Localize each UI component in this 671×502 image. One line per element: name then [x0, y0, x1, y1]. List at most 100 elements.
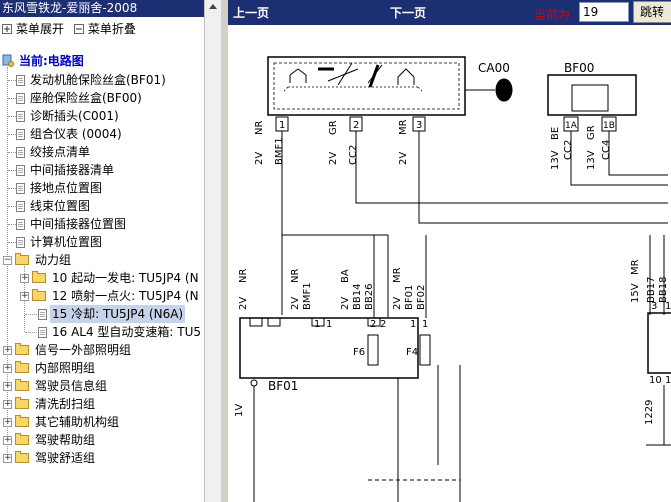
tree-group[interactable]: +清洗刮扫组	[3, 395, 97, 413]
menu-bar: 菜单展开 菜单折叠	[0, 17, 204, 41]
bf00-pin-label: 1A	[565, 121, 578, 131]
svg-text:BB14: BB14	[352, 284, 363, 310]
tree-item-doc[interactable]: 座舱保险丝盒(BF00)	[8, 89, 144, 107]
tree-item-label: 10 起动一发电: TU5JP4 (N	[52, 271, 199, 285]
folder-icon	[32, 289, 46, 301]
svg-text:2: 2	[370, 319, 376, 330]
next-page-button[interactable]: 下一页	[390, 6, 427, 20]
svg-text:CC2: CC2	[563, 140, 574, 160]
ca00-label: CA00	[478, 61, 510, 75]
svg-text:CC2: CC2	[348, 145, 359, 165]
tree-item-doc[interactable]: 中间插接器位置图	[8, 215, 128, 233]
folder-icon	[15, 397, 29, 409]
current-page-input[interactable]	[579, 2, 629, 22]
expand-toggle-icon[interactable]: +	[3, 398, 12, 409]
expand-toggle-icon[interactable]: +	[3, 362, 12, 373]
diagram-root-icon	[2, 54, 14, 67]
tree-item-doc[interactable]: 接地点位置图	[8, 179, 104, 197]
expand-toggle-icon[interactable]: +	[3, 434, 12, 445]
tree-group[interactable]: + 驾驶帮助组	[3, 431, 97, 449]
expand-toggle-icon[interactable]: +	[3, 380, 12, 391]
folder-icon	[15, 343, 29, 355]
tree-item-label: 绞接点清单	[30, 145, 91, 159]
panel-splitter[interactable]	[204, 0, 228, 502]
tree-item-label: 计算机位置图	[30, 235, 103, 249]
tree-group[interactable]: + 其它辅助机构组	[3, 413, 121, 431]
tree-group-label: 其它辅助机构组	[35, 415, 120, 429]
ca00-block	[267, 56, 466, 116]
svg-text:2: 2	[380, 319, 386, 330]
svg-text:BA: BA	[340, 269, 351, 283]
tree-item-doc[interactable]: 16 AL4 型自动变速箱: TU5	[25, 323, 203, 341]
tree-group[interactable]: + 信号一外部照明组	[3, 341, 133, 359]
wire-lines	[646, 385, 671, 446]
fuse-f6-label: F6	[353, 347, 365, 358]
tree-item-label: 15 冷却: TU5JP4 (N6A)	[50, 305, 186, 323]
collapse-toggle-icon[interactable]: −	[3, 254, 12, 265]
tree-item-label: 座舱保险丝盒(BF00)	[30, 91, 142, 105]
svg-text:BB26: BB26	[364, 284, 375, 310]
svg-text:BB18: BB18	[658, 277, 669, 303]
tree-group[interactable]: +驾驶员信息组	[3, 377, 109, 395]
expand-toggle-icon[interactable]: +	[20, 290, 29, 301]
tree-group-label: 驾驶帮助组	[35, 433, 96, 447]
svg-text:MR: MR	[630, 259, 641, 275]
svg-text:1: 1	[410, 319, 416, 330]
tree-item-selected[interactable]: 15 冷却: TU5JP4 (N6A)	[25, 305, 186, 323]
tree-subgroup[interactable]: + 12 喷射一点火: TU5JP4 (N	[20, 287, 201, 305]
expand-toggle-icon[interactable]: +	[3, 452, 12, 463]
menu-expand-button[interactable]: 菜单展开	[2, 17, 64, 41]
document-icon	[16, 92, 25, 104]
tree-group-power[interactable]: − 动力组	[3, 251, 73, 269]
prev-page-button[interactable]: 上一页	[233, 6, 270, 20]
jump-button[interactable]: 跳转	[633, 1, 671, 23]
tree-group[interactable]: +驾驶舒适组	[3, 449, 97, 467]
document-icon	[38, 308, 47, 320]
tree-item-label: 16 AL4 型自动变速箱: TU5	[52, 325, 202, 339]
svg-text:1: 1	[665, 301, 671, 312]
tree-group-label: 信号一外部照明组	[35, 343, 132, 357]
menu-collapse-label: 菜单折叠	[87, 22, 136, 36]
wire-lines	[281, 131, 668, 235]
right-labels: 15V MR BB17 BB18 3 1 10 1 1229	[630, 259, 671, 425]
svg-text:1229: 1229	[644, 400, 655, 425]
tree-item-label: 中间插接器清单	[30, 163, 115, 177]
wire-labels-top: 2V NR BMF1 2V GR CC2 2V MR 13V BE CC2 13…	[254, 119, 612, 170]
ca00-inner	[273, 62, 460, 110]
expand-toggle-icon[interactable]: +	[3, 344, 12, 355]
svg-text:1: 1	[314, 319, 320, 330]
wire-lines	[649, 235, 665, 315]
tree-item-doc[interactable]: 发动机舱保险丝盒(BF01)	[8, 71, 168, 89]
expand-toggle-icon[interactable]: +	[20, 272, 29, 283]
document-icon	[16, 74, 25, 86]
tree-group[interactable]: + 内部照明组	[3, 359, 97, 377]
tree-item-doc[interactable]: 线束位置图	[8, 197, 92, 215]
svg-text:BF02: BF02	[416, 285, 427, 310]
tree-item-doc[interactable]: 绞接点清单	[8, 143, 92, 161]
svg-text:13V: 13V	[550, 150, 561, 170]
ca00-pin-label: 2	[353, 120, 359, 131]
tree-item-label: 发动机舱保险丝盒(BF01)	[30, 73, 166, 87]
expand-toggle-icon[interactable]: +	[3, 416, 12, 427]
tree-item-doc[interactable]: 组合仪表 (0004)	[8, 125, 124, 143]
menu-collapse-button[interactable]: 菜单折叠	[73, 17, 136, 41]
svg-text:2V: 2V	[398, 152, 409, 165]
fuse-f4-label: F4	[406, 347, 418, 358]
folder-open-icon	[15, 253, 29, 265]
tree-item-doc[interactable]: 诊断插头(C001)	[8, 107, 121, 125]
current-page-label: 当前为	[534, 8, 571, 22]
wire-lines	[281, 234, 389, 317]
tree-scrollbar[interactable]	[204, 0, 221, 502]
tree-subgroup[interactable]: + 10 起动一发电: TU5JP4 (N	[20, 269, 201, 287]
svg-text:GR: GR	[586, 125, 597, 140]
scroll-up-icon[interactable]	[209, 4, 217, 9]
tree-root[interactable]: 当前:电路图	[2, 52, 86, 70]
bf00-pin-label: 1B	[603, 121, 615, 131]
tree-item-doc[interactable]: 中间插接器清单	[8, 161, 116, 179]
tree-group-label: 内部照明组	[35, 361, 96, 375]
svg-text:2V: 2V	[340, 297, 351, 310]
document-icon	[16, 128, 25, 140]
tree-item-label: 组合仪表 (0004)	[30, 127, 122, 141]
tree-item-label: 诊断插头(C001)	[30, 109, 119, 123]
tree-item-doc[interactable]: 计算机位置图	[8, 233, 104, 251]
